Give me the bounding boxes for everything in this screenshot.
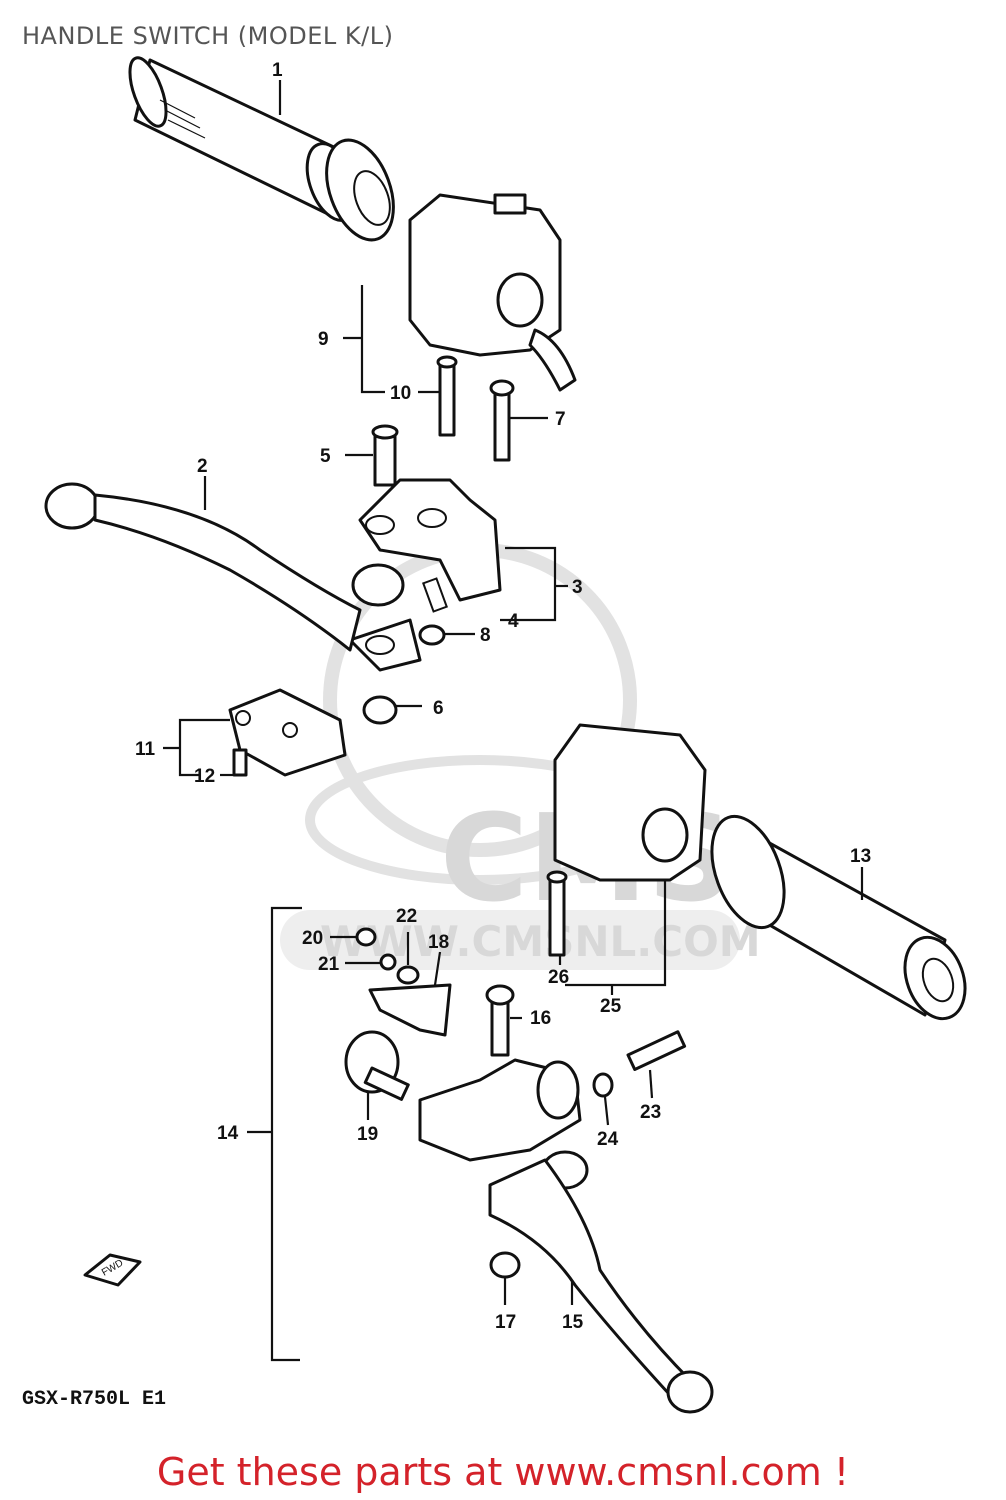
callout-labels: 1 2 3 4 5 6 7 8 9 10 11 12 13 14 15 16 1… [135, 60, 871, 1333]
part-lever-holder [348, 478, 502, 672]
part-bracket-18 [368, 983, 452, 1037]
callout-9: 9 [318, 329, 329, 350]
part-washer-21 [379, 953, 397, 971]
callout-22: 22 [396, 906, 417, 927]
callout-12: 12 [194, 766, 215, 787]
callout-17: 17 [495, 1312, 516, 1333]
part-screw-10 [436, 355, 458, 437]
page-title: HANDLE SWITCH (MODEL K/L) [22, 22, 394, 50]
part-lever-left [44, 482, 405, 652]
part-grip-left [128, 56, 395, 242]
callout-2: 2 [197, 456, 208, 477]
callout-21: 21 [318, 954, 340, 975]
part-grip-right [710, 814, 967, 1021]
part-screw-23 [626, 1030, 687, 1072]
callout-1: 1 [272, 60, 283, 81]
callout-14: 14 [217, 1123, 239, 1144]
callout-19: 19 [357, 1124, 378, 1145]
part-adjuster-19 [344, 1030, 410, 1101]
part-switch-housing-left [408, 193, 577, 392]
callout-24: 24 [597, 1129, 619, 1150]
part-bolt-16 [485, 984, 515, 1057]
callout-15: 15 [562, 1312, 584, 1333]
part-nut-6 [362, 695, 398, 725]
part-pivot-5 [371, 424, 399, 487]
model-code: GSX-R750L E1 [22, 1388, 167, 1411]
footer-link[interactable]: Get these parts at www.cmsnl.com ! [156, 1450, 850, 1494]
part-lever-right [488, 1150, 714, 1414]
callout-13: 13 [850, 846, 871, 867]
callout-23: 23 [640, 1102, 661, 1123]
part-screw-20 [355, 927, 377, 947]
callout-6: 6 [433, 698, 444, 719]
leader-lines [163, 80, 864, 1362]
callout-3: 3 [572, 577, 583, 598]
callout-16: 16 [530, 1008, 551, 1029]
part-switch-housing-right [553, 723, 707, 882]
fwd-arrow-icon: FWD [83, 1253, 142, 1287]
callout-11: 11 [135, 739, 156, 760]
part-spring-4 [422, 577, 448, 613]
callout-8: 8 [480, 625, 491, 646]
callout-25: 25 [600, 996, 622, 1017]
callout-20: 20 [302, 928, 323, 949]
part-screw-26 [546, 870, 568, 957]
part-holder-14 [418, 1058, 582, 1162]
callout-7: 7 [555, 409, 566, 430]
part-screw-12 [232, 748, 248, 777]
part-switch-11 [228, 688, 347, 777]
callout-18: 18 [428, 932, 449, 953]
callout-5: 5 [320, 446, 331, 467]
callout-26: 26 [548, 967, 569, 988]
part-screw-7 [489, 379, 515, 462]
part-nut-8 [418, 624, 446, 646]
part-washer-22 [396, 965, 420, 985]
part-washer-24 [592, 1072, 614, 1098]
callout-10: 10 [390, 383, 411, 404]
callout-4: 4 [508, 611, 519, 632]
part-nut-17 [489, 1251, 521, 1279]
